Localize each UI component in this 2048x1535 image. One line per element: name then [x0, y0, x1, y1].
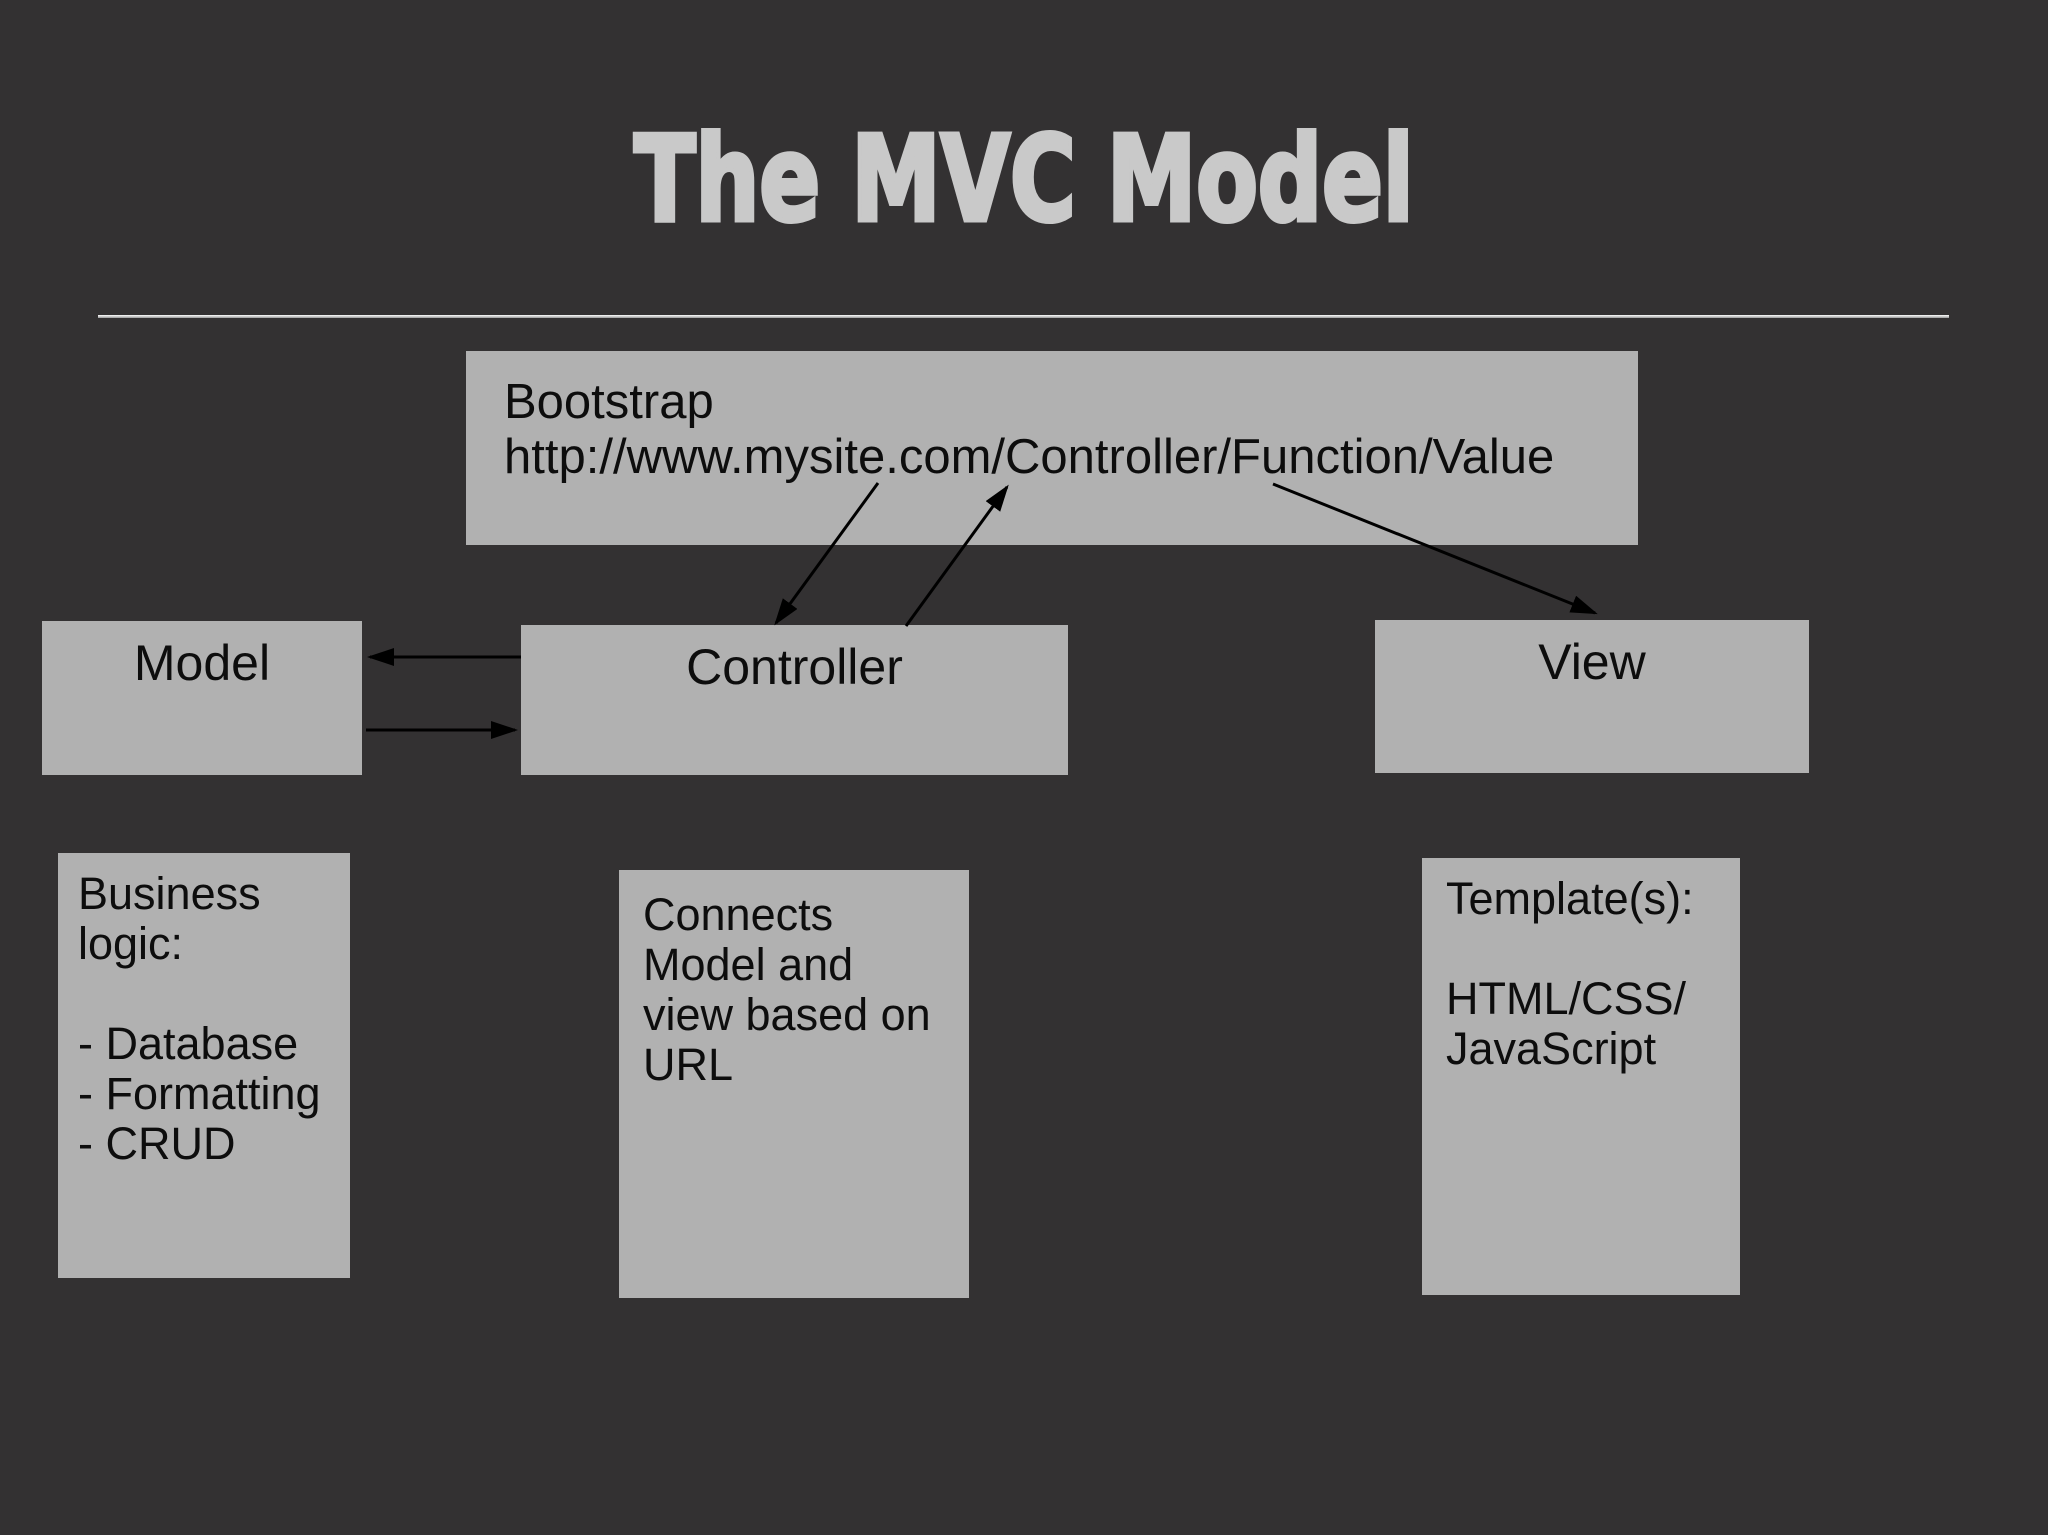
bootstrap-label: Bootstrap	[504, 375, 714, 429]
view-note-box: Template(s): HTML/CSS/ JavaScript	[1422, 858, 1740, 1295]
view-label: View	[1538, 634, 1646, 690]
controller-note-text: Connects Model and view based on URL	[643, 889, 931, 1090]
model-box: Model	[42, 621, 362, 775]
bootstrap-url-box: Bootstrap http://www.mysite.com/Controll…	[466, 351, 1638, 545]
model-note-box: Business logic: - Database - Formatting …	[58, 853, 350, 1278]
controller-box: Controller	[521, 625, 1068, 775]
model-label: Model	[133, 635, 271, 691]
model-note-text: Business logic: - Database - Formatting …	[78, 868, 321, 1169]
slide-title: The MVC Model	[632, 110, 1415, 248]
controller-note-box: Connects Model and view based on URL	[619, 870, 969, 1298]
view-note-text: Template(s): HTML/CSS/ JavaScript	[1446, 873, 1694, 1074]
view-box: View	[1375, 620, 1809, 773]
separator-line	[98, 315, 1949, 318]
bootstrap-url-text: http://www.mysite.com/Controller/Functio…	[504, 430, 1555, 484]
controller-label: Controller	[686, 639, 903, 695]
